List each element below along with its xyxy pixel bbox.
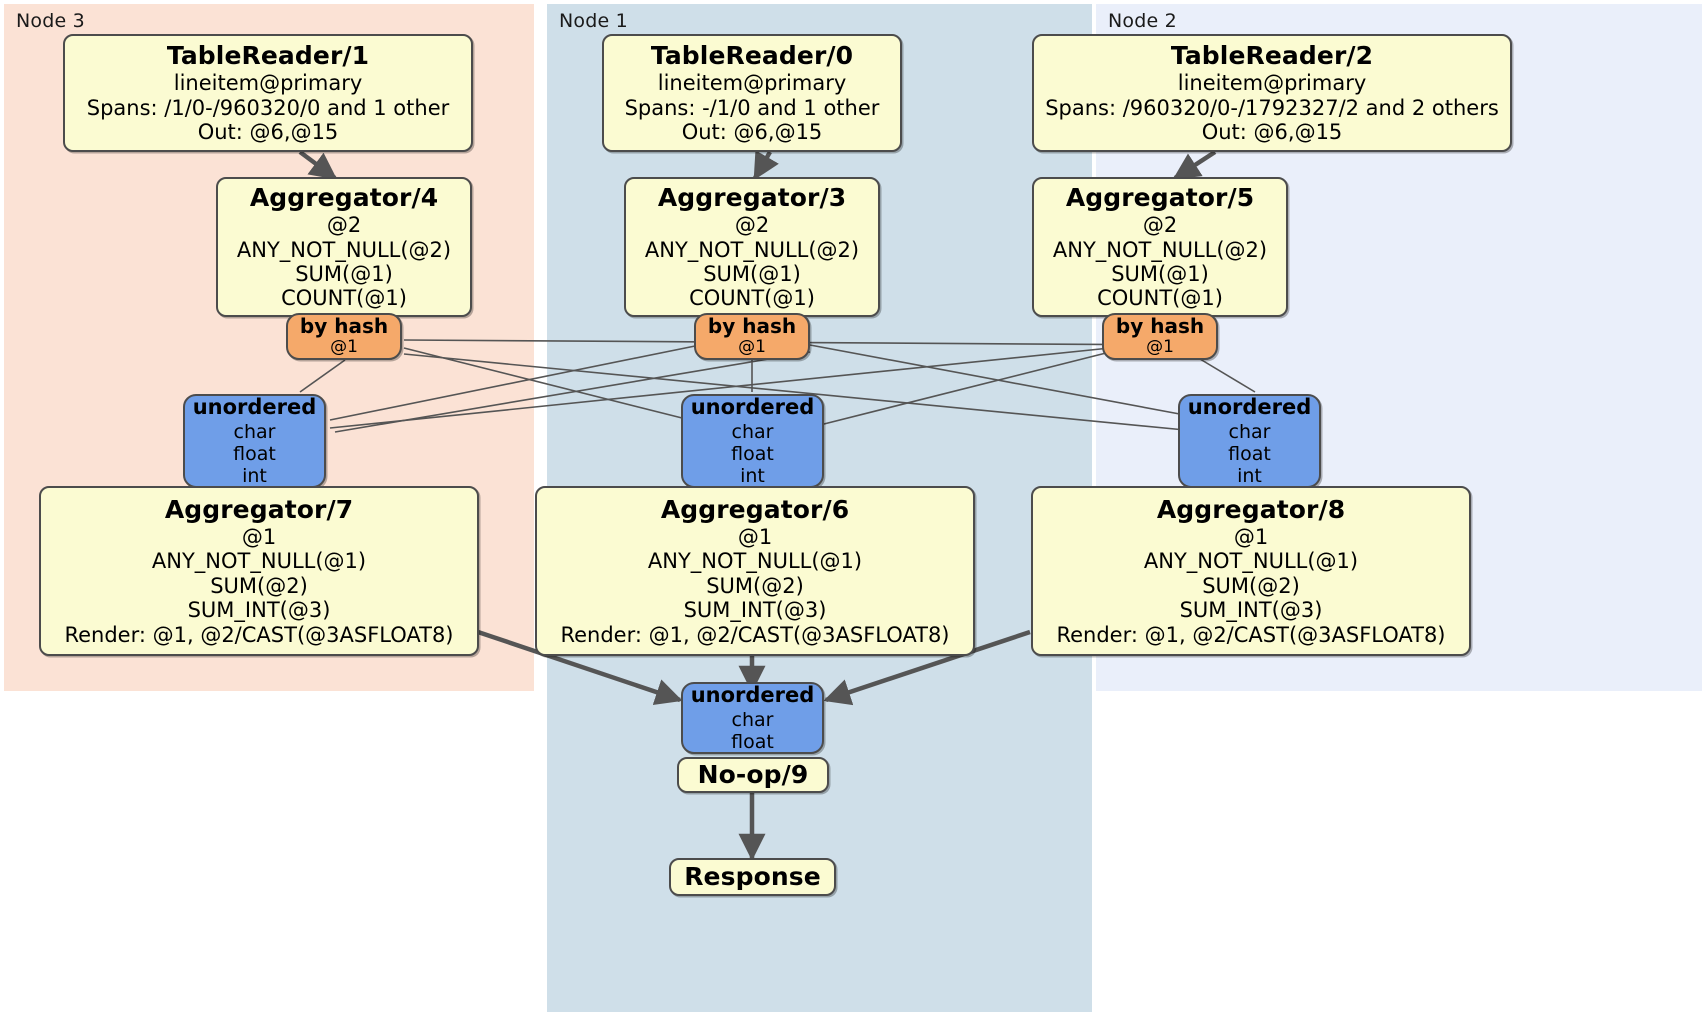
table-name: lineitem@primary bbox=[1177, 71, 1367, 96]
agg-func: SUM(@1) bbox=[703, 262, 801, 286]
group-cols: @2 bbox=[1142, 213, 1178, 238]
synchronizer-node-2[interactable]: unordered char float int bbox=[1178, 394, 1321, 488]
sync-type: char bbox=[1228, 421, 1271, 444]
table-name: lineitem@primary bbox=[173, 71, 363, 96]
out-columns: Out: @6,@15 bbox=[681, 120, 823, 145]
table-reader-2-box[interactable]: TableReader/2 lineitem@primary Spans: /9… bbox=[1032, 34, 1512, 152]
box-title: Response bbox=[684, 862, 821, 891]
table-name: lineitem@primary bbox=[657, 71, 847, 96]
sync-title: unordered bbox=[1187, 394, 1312, 419]
agg-func: SUM(@1) bbox=[295, 262, 393, 286]
aggregator-8-box[interactable]: Aggregator/8 @1 ANY_NOT_NULL(@1) SUM(@2)… bbox=[1031, 486, 1471, 656]
noop-9-box[interactable]: No-op/9 bbox=[677, 757, 829, 793]
aggregator-6-box[interactable]: Aggregator/6 @1 ANY_NOT_NULL(@1) SUM(@2)… bbox=[535, 486, 975, 656]
node-panel-label: Node 1 bbox=[559, 10, 628, 32]
node-panel-label: Node 2 bbox=[1108, 10, 1177, 32]
sync-type: char bbox=[233, 421, 276, 444]
out-columns: Out: @6,@15 bbox=[1201, 120, 1343, 145]
agg-func: SUM_INT(@3) bbox=[683, 598, 827, 623]
sync-type: int bbox=[242, 465, 267, 488]
node-panel-label: Node 3 bbox=[16, 10, 85, 32]
sync-type: char bbox=[731, 709, 774, 732]
sync-type: float bbox=[1228, 443, 1271, 466]
agg-func: COUNT(@1) bbox=[1097, 286, 1223, 311]
response-box[interactable]: Response bbox=[669, 858, 836, 896]
sync-type: float bbox=[731, 443, 774, 466]
aggregator-3-box[interactable]: Aggregator/3 @2 ANY_NOT_NULL(@2) SUM(@1)… bbox=[624, 177, 880, 317]
box-title: Aggregator/3 bbox=[657, 183, 847, 213]
aggregator-5-box[interactable]: Aggregator/5 @2 ANY_NOT_NULL(@2) SUM(@1)… bbox=[1032, 177, 1288, 317]
table-reader-1-box[interactable]: TableReader/1 lineitem@primary Spans: /1… bbox=[63, 34, 473, 152]
out-columns: Out: @6,@15 bbox=[197, 120, 339, 145]
hash-router-node-2[interactable]: by hash @1 bbox=[1102, 313, 1218, 360]
table-reader-0-box[interactable]: TableReader/0 lineitem@primary Spans: -/… bbox=[602, 34, 902, 152]
hash-router-node-3[interactable]: by hash @1 bbox=[286, 313, 402, 360]
render-expr: Render: @1, @2/CAST(@3ASFLOAT8) bbox=[64, 622, 454, 647]
agg-func: ANY_NOT_NULL(@2) bbox=[1052, 237, 1268, 262]
box-title: TableReader/0 bbox=[650, 41, 854, 71]
render-expr: Render: @1, @2/CAST(@3ASFLOAT8) bbox=[1056, 622, 1446, 647]
box-title: TableReader/2 bbox=[1170, 41, 1374, 71]
group-cols: @1 bbox=[1233, 525, 1269, 550]
box-title: TableReader/1 bbox=[166, 41, 370, 71]
group-cols: @1 bbox=[241, 525, 277, 550]
sync-type: float bbox=[731, 731, 774, 754]
spans-text: Spans: /960320/0-/1792327/2 and 2 others bbox=[1045, 95, 1499, 120]
router-column: @1 bbox=[330, 337, 358, 358]
aggregator-4-box[interactable]: Aggregator/4 @2 ANY_NOT_NULL(@2) SUM(@1)… bbox=[216, 177, 472, 317]
box-title: Aggregator/8 bbox=[1156, 495, 1346, 525]
sync-type: int bbox=[740, 465, 765, 488]
synchronizer-node-1[interactable]: unordered char float int bbox=[681, 394, 824, 488]
box-title: Aggregator/7 bbox=[164, 495, 354, 525]
group-cols: @2 bbox=[326, 213, 362, 238]
agg-func: SUM(@2) bbox=[210, 573, 308, 598]
router-column: @1 bbox=[738, 337, 766, 358]
aggregator-7-box[interactable]: Aggregator/7 @1 ANY_NOT_NULL(@1) SUM(@2)… bbox=[39, 486, 479, 656]
agg-func: SUM(@2) bbox=[1202, 573, 1300, 598]
router-column: @1 bbox=[1146, 337, 1174, 358]
synchronizer-node-3[interactable]: unordered char float int bbox=[183, 394, 326, 488]
router-title: by hash bbox=[707, 314, 797, 339]
sync-type: int bbox=[1237, 465, 1262, 488]
box-title: No-op/9 bbox=[697, 760, 809, 789]
agg-func: SUM(@2) bbox=[706, 573, 804, 598]
spans-text: Spans: -/1/0 and 1 other bbox=[624, 95, 880, 120]
box-title: Aggregator/4 bbox=[249, 183, 439, 213]
spans-text: Spans: /1/0-/960320/0 and 1 other bbox=[86, 95, 450, 120]
agg-func: SUM_INT(@3) bbox=[187, 598, 331, 623]
sync-type: float bbox=[233, 443, 276, 466]
sync-title: unordered bbox=[192, 394, 317, 419]
hash-router-node-1[interactable]: by hash @1 bbox=[694, 313, 810, 360]
router-title: by hash bbox=[1115, 314, 1205, 339]
agg-func: ANY_NOT_NULL(@1) bbox=[647, 549, 863, 574]
render-expr: Render: @1, @2/CAST(@3ASFLOAT8) bbox=[560, 622, 950, 647]
final-synchronizer[interactable]: unordered char float bbox=[681, 682, 824, 754]
sync-title: unordered bbox=[690, 394, 815, 419]
router-title: by hash bbox=[299, 314, 389, 339]
sync-title: unordered bbox=[690, 682, 815, 707]
agg-func: ANY_NOT_NULL(@1) bbox=[151, 549, 367, 574]
group-cols: @2 bbox=[734, 213, 770, 238]
box-title: Aggregator/5 bbox=[1065, 183, 1255, 213]
agg-func: SUM_INT(@3) bbox=[1179, 598, 1323, 623]
group-cols: @1 bbox=[737, 525, 773, 550]
box-title: Aggregator/6 bbox=[660, 495, 850, 525]
agg-func: ANY_NOT_NULL(@2) bbox=[236, 237, 452, 262]
agg-func: COUNT(@1) bbox=[281, 286, 407, 311]
agg-func: COUNT(@1) bbox=[689, 286, 815, 311]
agg-func: ANY_NOT_NULL(@1) bbox=[1143, 549, 1359, 574]
agg-func: SUM(@1) bbox=[1111, 262, 1209, 286]
sync-type: char bbox=[731, 421, 774, 444]
agg-func: ANY_NOT_NULL(@2) bbox=[644, 237, 860, 262]
